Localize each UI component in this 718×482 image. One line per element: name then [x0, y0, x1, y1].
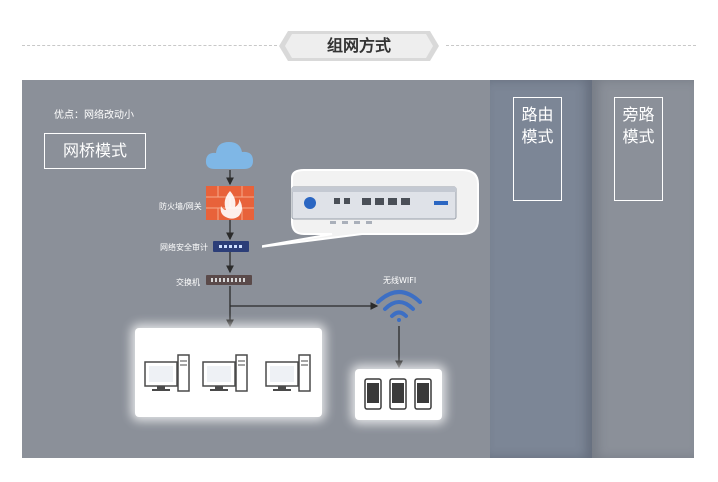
- header-divider-left: [22, 45, 277, 46]
- firewall-label: 防火墙/网关: [159, 202, 202, 211]
- section-title-text: 组网方式: [326, 36, 391, 55]
- desktop-pcs-icons: [144, 354, 311, 392]
- route-mode-label: 路由模式: [513, 97, 562, 201]
- bypass-mode-label: 旁路模式: [614, 97, 663, 201]
- internet-cloud-icon: [205, 142, 253, 169]
- route-mode-band: [490, 80, 592, 458]
- advantage-note: 优点：网络改动小: [54, 110, 134, 121]
- network-diagram: 优点：网络改动小 网桥模式 路由模式 旁路模式 防火墙/网关: [22, 80, 694, 458]
- connection-lines: [226, 170, 403, 369]
- wifi-label: 无线WIFI: [383, 276, 417, 285]
- security-appliance-image: [291, 186, 457, 224]
- client-pcs-panel: [135, 328, 322, 417]
- firewall-icon: [206, 186, 254, 220]
- audit-device-label: 网络安全审计: [160, 243, 208, 252]
- switch-icon: [206, 275, 252, 285]
- audit-device-icon: [213, 241, 249, 252]
- bypass-mode-band: [592, 80, 694, 458]
- title-ribbon-shape: [279, 31, 439, 61]
- header-divider-right: [446, 45, 696, 46]
- mobile-phones-icons: [364, 378, 432, 410]
- mobile-devices-panel: [355, 369, 442, 420]
- bridge-mode-label: 网桥模式: [44, 133, 146, 169]
- section-title: 组网方式: [279, 31, 439, 61]
- wifi-icon: [376, 290, 422, 322]
- switch-label: 交换机: [176, 278, 200, 287]
